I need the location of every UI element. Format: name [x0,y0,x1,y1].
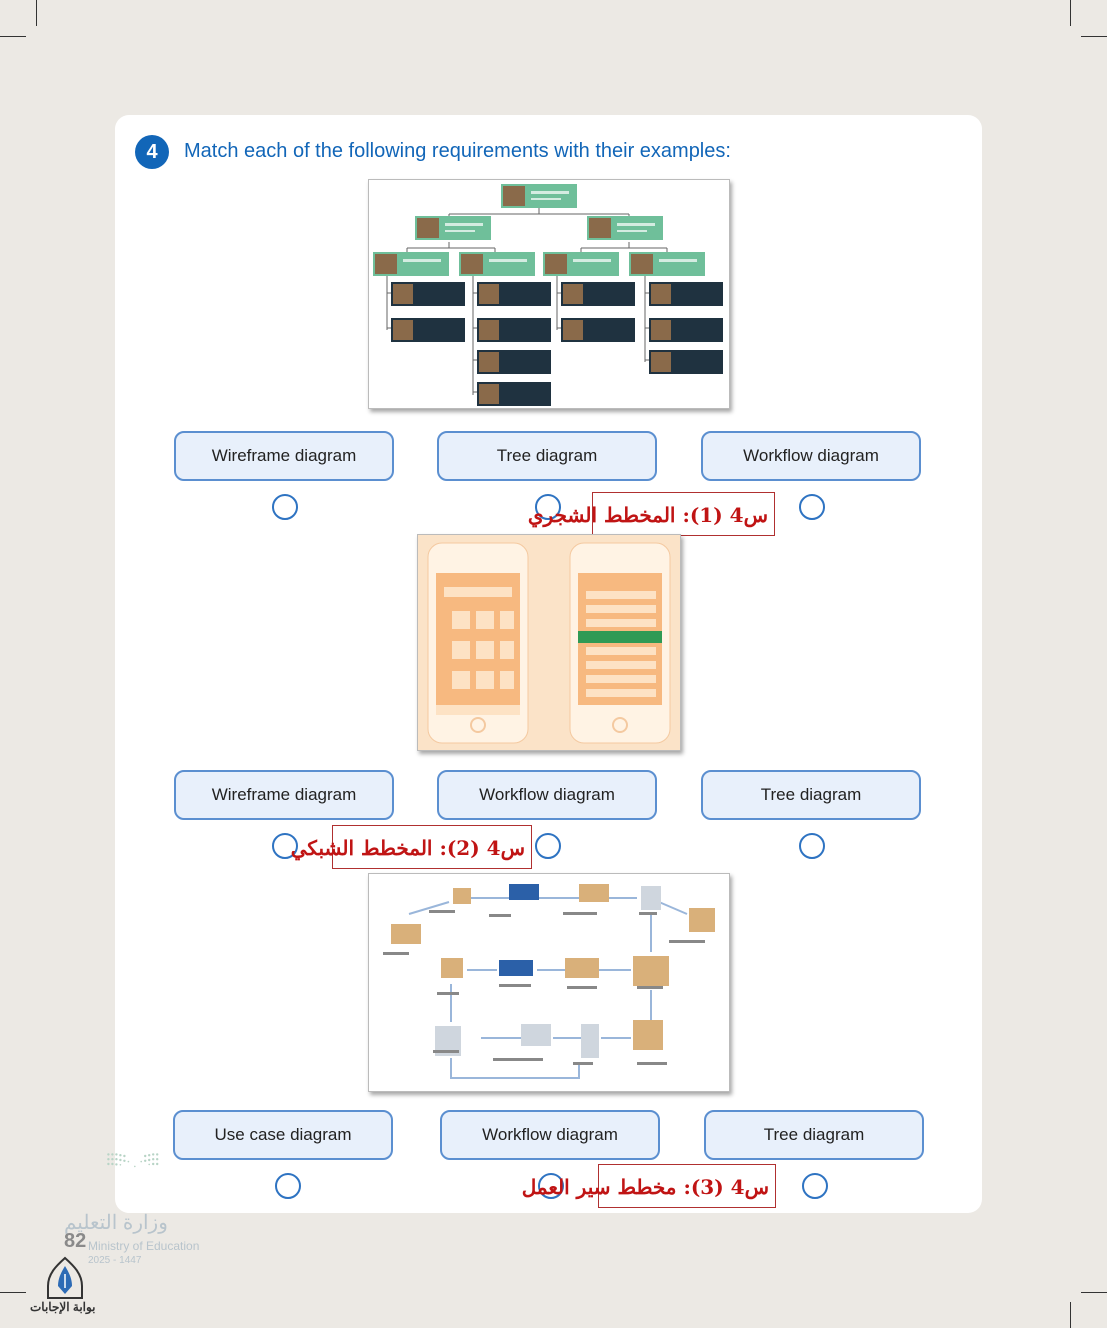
wireframe-diagram-image [417,534,681,751]
edition-year: 2025 - 1447 [88,1255,142,1266]
pen-nib-logo-icon [47,1256,83,1299]
row3-radio-3[interactable] [802,1173,828,1199]
crop-mark [36,0,37,26]
tree-diagram-image [368,179,730,409]
row1-option-tree[interactable]: Tree diagram [437,431,657,481]
row1-radio-1[interactable] [272,494,298,520]
crop-mark [0,36,26,37]
answer-label-1: س4 (1): المخطط الشجري [528,492,775,536]
page-number: 82 [64,1230,87,1252]
row1-option-wireframe[interactable]: Wireframe diagram [174,431,394,481]
ministry-logo-dots [107,1153,159,1168]
row2-option-workflow[interactable]: Workflow diagram [437,770,657,820]
row2-radio-2[interactable] [535,833,561,859]
row1-radio-3[interactable] [799,494,825,520]
crop-mark [1081,1292,1107,1293]
crop-mark [1081,36,1107,37]
row3-radio-1[interactable] [275,1173,301,1199]
crop-mark [1070,0,1071,26]
question-text: Match each of the following requirements… [184,140,731,162]
site-logo-text: بوابة الإجابات [30,1300,96,1314]
ministry-name-english: Ministry of Education [88,1239,200,1253]
crop-mark [1070,1302,1071,1328]
answer-label-2: س4 (2): المخطط الشبكي [291,825,532,869]
row3-radio-2[interactable] [538,1173,564,1199]
row3-option-use-case[interactable]: Use case diagram [173,1110,393,1160]
question-number-badge: 4 [135,135,169,169]
row2-radio-3[interactable] [799,833,825,859]
row3-option-workflow[interactable]: Workflow diagram [440,1110,660,1160]
row2-radio-1[interactable] [272,833,298,859]
workflow-diagram-image [368,873,730,1092]
answer-label-3: س4 (3): مخطط سير العمل [522,1164,776,1208]
crop-mark [0,1292,26,1293]
row2-option-tree[interactable]: Tree diagram [701,770,921,820]
row1-radio-2[interactable] [535,494,561,520]
row1-option-workflow[interactable]: Workflow diagram [701,431,921,481]
ministry-name-arabic: وزارة التعليم [64,1212,168,1234]
row3-option-tree[interactable]: Tree diagram [704,1110,924,1160]
row2-option-wireframe[interactable]: Wireframe diagram [174,770,394,820]
